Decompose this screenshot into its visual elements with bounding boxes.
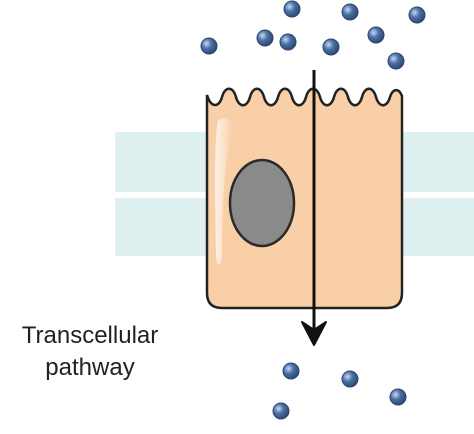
molecule-icon [389, 388, 407, 406]
molecule-icon [283, 0, 301, 18]
nucleus [228, 158, 296, 248]
molecule-icon [282, 362, 300, 380]
molecules-apical [200, 0, 426, 70]
molecule-icon [341, 370, 359, 388]
molecule-icon [341, 3, 359, 21]
label-line-2: pathway [45, 354, 135, 381]
label-line-1: Transcellular [21, 322, 159, 349]
molecule-icon [387, 52, 405, 70]
cell-highlight [215, 118, 234, 265]
epithelial-cell [205, 87, 404, 310]
down-arrow-icon [301, 321, 327, 346]
transcellular-pathway-label: Transcellular pathway [0, 320, 180, 384]
molecule-icon [279, 33, 297, 51]
molecule-icon [367, 26, 385, 44]
molecule-icon [200, 37, 218, 55]
molecule-icon [322, 38, 340, 56]
molecule-icon [272, 402, 290, 420]
molecules-basolateral [272, 362, 407, 420]
molecule-icon [256, 29, 274, 47]
molecule-icon [408, 6, 426, 24]
